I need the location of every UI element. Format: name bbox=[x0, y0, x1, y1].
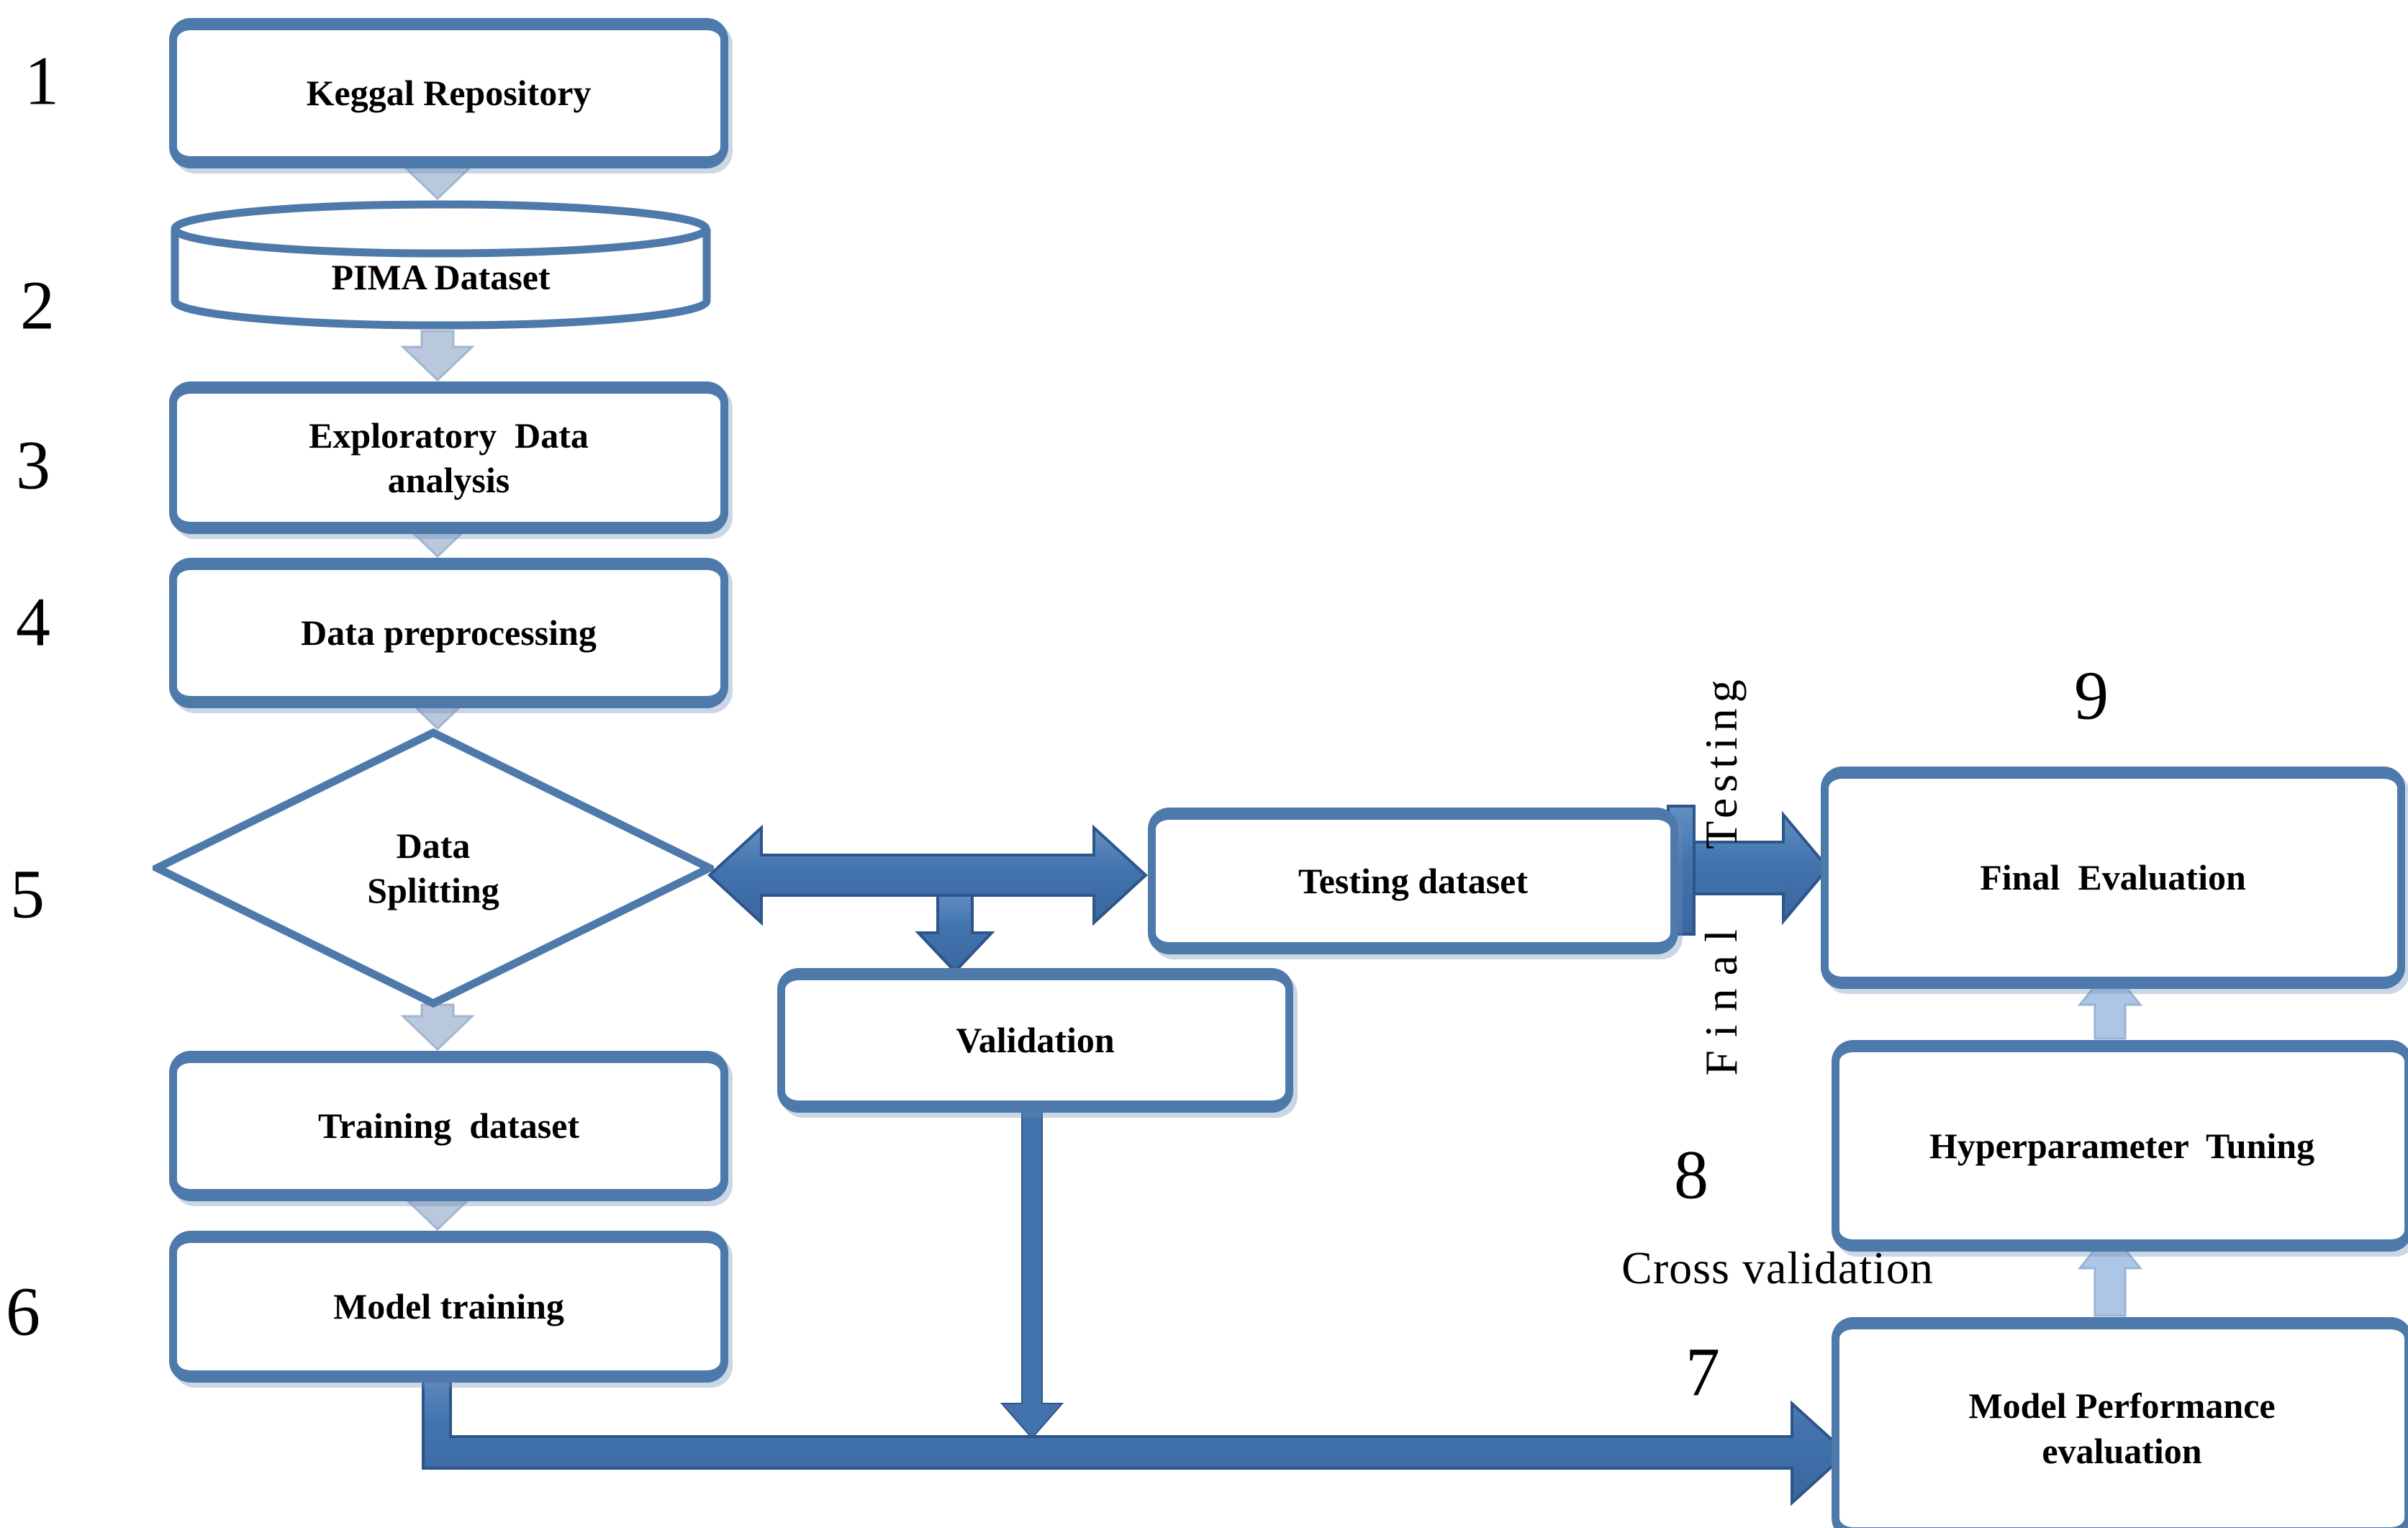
node-pima-dataset: PIMA Dataset bbox=[169, 200, 712, 330]
node-model-performance-evaluation-label: Model Performance evaluation bbox=[1968, 1385, 2276, 1471]
node-training-dataset-label: Training dataset bbox=[318, 1106, 579, 1147]
node-model-performance-evaluation: Model Performance evaluation bbox=[1832, 1317, 2408, 1528]
final-branch-annotation: Final bbox=[1696, 916, 1747, 1076]
step-number-1: 1 bbox=[24, 42, 59, 119]
node-keggal-repository: Keggal Repository bbox=[169, 18, 728, 168]
node-data-splitting-label: Data Splitting bbox=[367, 825, 499, 911]
step-number-4: 4 bbox=[16, 583, 50, 661]
node-model-training-label: Model training bbox=[333, 1286, 564, 1327]
testing-branch-annotation: Testing bbox=[1696, 674, 1747, 849]
step-number-7: 7 bbox=[1685, 1333, 1720, 1411]
node-exploratory-data-analysis-label: Exploratory Data analysis bbox=[309, 415, 589, 501]
node-data-preprocessing-label: Data preprocessing bbox=[301, 612, 597, 654]
database-cylinder-icon bbox=[171, 200, 711, 330]
node-training-dataset: Training dataset bbox=[169, 1051, 728, 1201]
node-testing-dataset: Testing dataset bbox=[1148, 808, 1678, 954]
node-final-evaluation: Final Evaluation bbox=[1821, 767, 2405, 989]
arrow-pima-to-eda-icon bbox=[400, 330, 475, 382]
node-validation-label: Validation bbox=[956, 1020, 1115, 1061]
step-number-3: 3 bbox=[16, 426, 50, 504]
arrow-split-to-testing-icon bbox=[707, 824, 1148, 926]
node-data-preprocessing: Data preprocessing bbox=[169, 558, 728, 708]
node-hyperparameter-tuning: Hyperparameter Tuning bbox=[1832, 1040, 2408, 1252]
node-keggal-repository-label: Keggal Repository bbox=[306, 73, 592, 114]
node-final-evaluation-label: Final Evaluation bbox=[1980, 857, 2246, 898]
node-data-splitting-decision: Data Splitting bbox=[153, 728, 714, 1008]
arrow-split-validation-branch-icon bbox=[915, 890, 995, 974]
step-number-2: 2 bbox=[20, 266, 55, 344]
cross-validation-annotation: Cross validation bbox=[1621, 1242, 1934, 1293]
arrow-validation-down-icon bbox=[1000, 1088, 1064, 1439]
node-model-training: Model training bbox=[169, 1231, 728, 1383]
step-number-5: 5 bbox=[10, 855, 45, 933]
node-validation: Validation bbox=[777, 968, 1293, 1113]
step-number-6: 6 bbox=[6, 1272, 40, 1350]
step-number-8: 8 bbox=[1674, 1136, 1708, 1213]
node-testing-dataset-label: Testing dataset bbox=[1298, 860, 1529, 901]
decision-diamond-icon bbox=[153, 728, 714, 1008]
node-exploratory-data-analysis: Exploratory Data analysis bbox=[169, 381, 728, 534]
arrow-testing-to-final-icon bbox=[1693, 810, 1830, 926]
arrow-split-to-training-icon bbox=[400, 1003, 475, 1052]
arrow-model-to-perf-icon bbox=[422, 1361, 1849, 1506]
node-hyperparameter-tuning-label: Hyperparameter Tuning bbox=[1929, 1125, 2315, 1166]
node-pima-dataset-label: PIMA Dataset bbox=[331, 256, 551, 297]
step-number-9: 9 bbox=[2074, 656, 2109, 734]
